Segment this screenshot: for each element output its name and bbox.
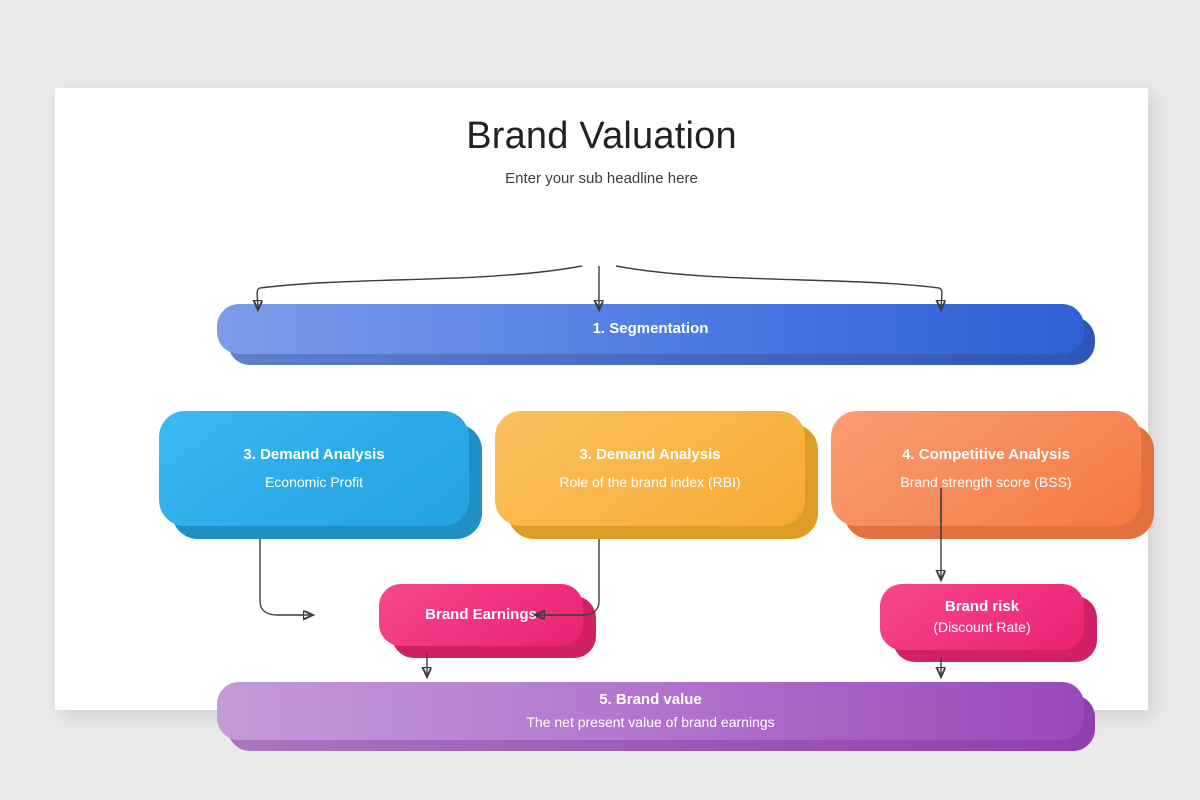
node-segmentation-title: 1. Segmentation (592, 319, 709, 337)
edge-demand-economic-to-brand-earnings (259, 539, 313, 615)
node-competitive-title: 4. Competitive Analysis (902, 445, 1070, 463)
node-demand-rbi-subtitle: Role of the brand index (RBI) (559, 474, 741, 491)
node-segmentation[interactable]: 1. Segmentation (217, 304, 1084, 354)
node-demand-rbi[interactable]: 3. Demand Analysis Role of the brand ind… (495, 411, 805, 526)
node-demand-rbi-title: 3. Demand Analysis (579, 445, 721, 463)
node-demand-economic[interactable]: 3. Demand Analysis Economic Profit (159, 411, 469, 526)
node-competitive-subtitle: Brand strength score (BSS) (900, 474, 1072, 491)
slide-card: Brand Valuation Enter your sub headline … (55, 88, 1154, 751)
node-brand-earnings-title: Brand Earnings (425, 605, 537, 623)
node-brand-value-subtitle: The net present value of brand earnings (526, 713, 775, 730)
node-demand-economic-title: 3. Demand Analysis (243, 445, 385, 463)
node-demand-economic-subtitle: Economic Profit (264, 474, 364, 491)
node-brand-value-title: 5. Brand value (599, 691, 702, 709)
node-brand-value[interactable]: 5. Brand value The net present value of … (217, 682, 1084, 740)
node-brand-risk-title: Brand risk (944, 597, 1020, 615)
node-brand-risk[interactable]: Brand risk (Discount Rate) (880, 584, 1084, 650)
node-competitive[interactable]: 4. Competitive Analysis Brand strength s… (831, 411, 1141, 526)
page-subtitle: Enter your sub headline here (505, 170, 698, 187)
page-title: Brand Valuation (466, 115, 737, 157)
node-brand-earnings[interactable]: Brand Earnings (379, 584, 583, 646)
node-brand-risk-subtitle: (Discount Rate) (933, 619, 1031, 636)
